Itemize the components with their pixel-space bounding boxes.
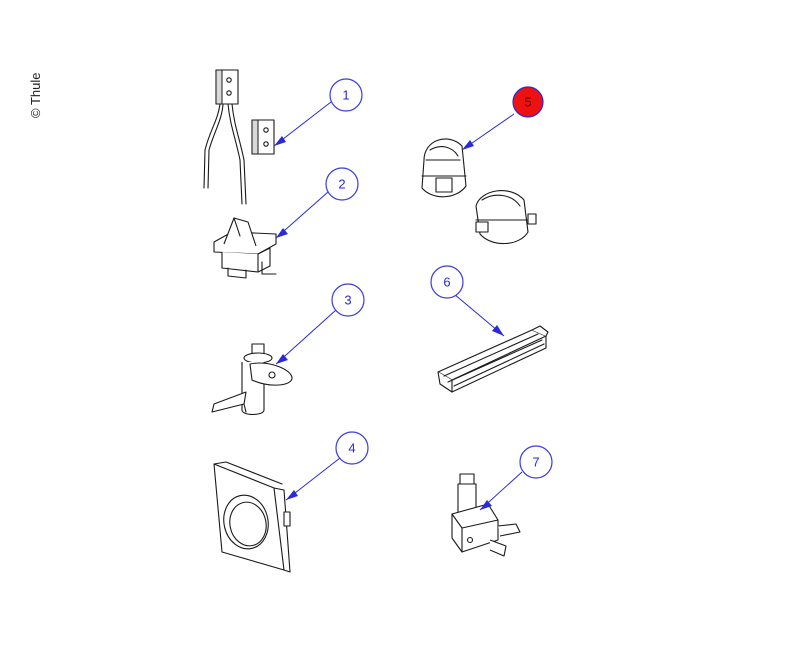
- callout-1-label: 1: [342, 88, 349, 103]
- part-3-piezo-igniter[interactable]: [211, 343, 293, 416]
- part-1-magnetic-switch[interactable]: [203, 69, 275, 205]
- part-6-profile-strip[interactable]: [437, 325, 549, 393]
- callout-1[interactable]: 1: [329, 78, 363, 112]
- callout-4-label: 4: [348, 441, 355, 456]
- callout-2[interactable]: 2: [325, 167, 359, 201]
- callout-6-label: 6: [443, 275, 450, 290]
- callout-6-circle[interactable]: [430, 265, 464, 299]
- callout-5-label: 5: [524, 95, 531, 110]
- callout-3[interactable]: 3: [331, 283, 365, 317]
- copyright-text: © Thule: [28, 73, 43, 118]
- leader-lines: [273, 101, 523, 511]
- callout-7-label: 7: [532, 455, 539, 470]
- callout-1-circle[interactable]: [329, 78, 363, 112]
- callout-3-label: 3: [344, 293, 351, 308]
- callout-7[interactable]: 7: [519, 445, 553, 479]
- callout-5[interactable]: 5: [512, 86, 544, 118]
- callout-4-circle[interactable]: [335, 431, 369, 465]
- callout-6[interactable]: 6: [430, 265, 464, 299]
- callout-3-circle[interactable]: [331, 283, 365, 317]
- part-4-control-panel-bezel[interactable]: [213, 461, 291, 573]
- callout-2-label: 2: [338, 177, 345, 192]
- callout-4[interactable]: 4: [335, 431, 369, 465]
- part-2-rocker-switch[interactable]: [213, 217, 277, 279]
- callout-5-circle[interactable]: [512, 86, 544, 118]
- part-7-micro-switch[interactable]: [451, 473, 521, 557]
- callout-2-circle[interactable]: [325, 167, 359, 201]
- part-5-knob-housing[interactable]: [421, 138, 537, 245]
- callout-7-circle[interactable]: [519, 445, 553, 479]
